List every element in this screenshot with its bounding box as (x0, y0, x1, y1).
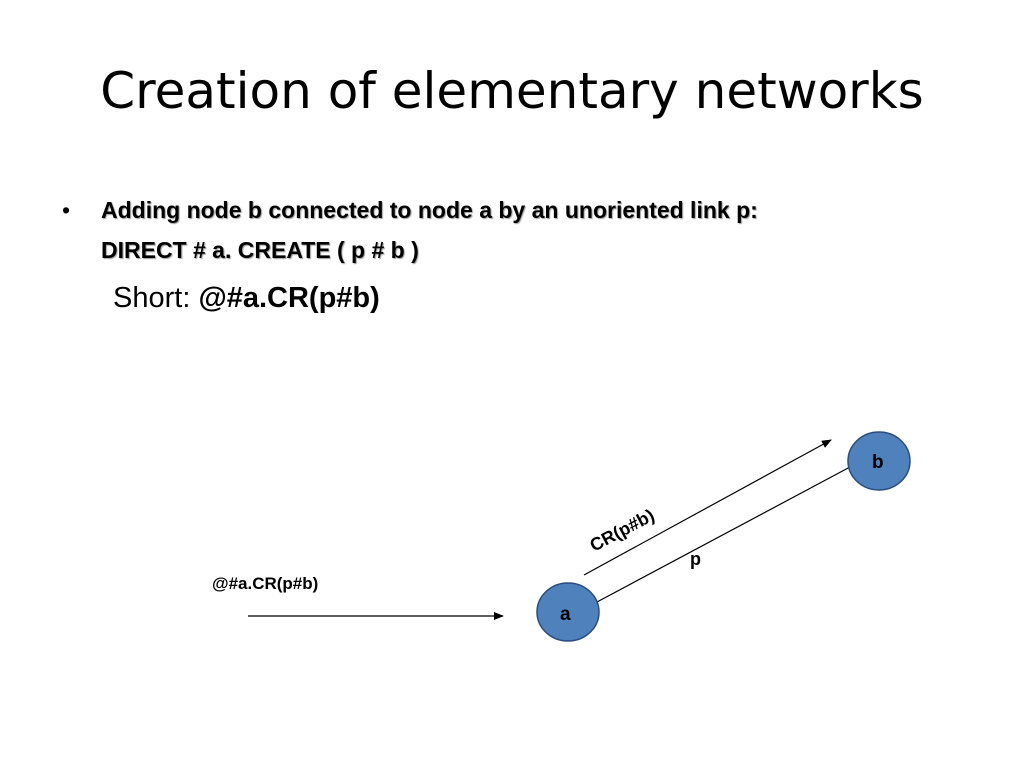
input-command-label: @#a.CR(p#b) (212, 574, 318, 593)
bullet-text: Adding node b connected to node a by an … (101, 190, 982, 270)
bullet-line-1: Adding node b connected to node a by an … (101, 197, 758, 223)
bullet-line-2: DIRECT # a. CREATE ( p # b ) (101, 237, 419, 263)
node-a-circle (536, 582, 600, 642)
link-p-label: p (690, 549, 701, 569)
short-code: @#a.CR(p#b) (198, 282, 380, 314)
slide-title: Creation of elementary networks (100, 62, 924, 120)
create-arrow (583, 439, 832, 576)
create-arrow-label: CR(p#b) (586, 505, 657, 556)
bullet-item: • Adding node b connected to node a by a… (62, 190, 982, 270)
node-b: b (847, 431, 911, 491)
node-b-label: b (872, 452, 884, 473)
link-p (596, 466, 851, 603)
node-b-circle (847, 431, 911, 491)
node-a: a (536, 582, 600, 642)
node-a-label: a (560, 604, 571, 625)
short-form: Short: @#a.CR(p#b) (113, 282, 380, 315)
short-label: Short: (113, 282, 199, 314)
bullet-dot-icon: • (62, 197, 71, 223)
